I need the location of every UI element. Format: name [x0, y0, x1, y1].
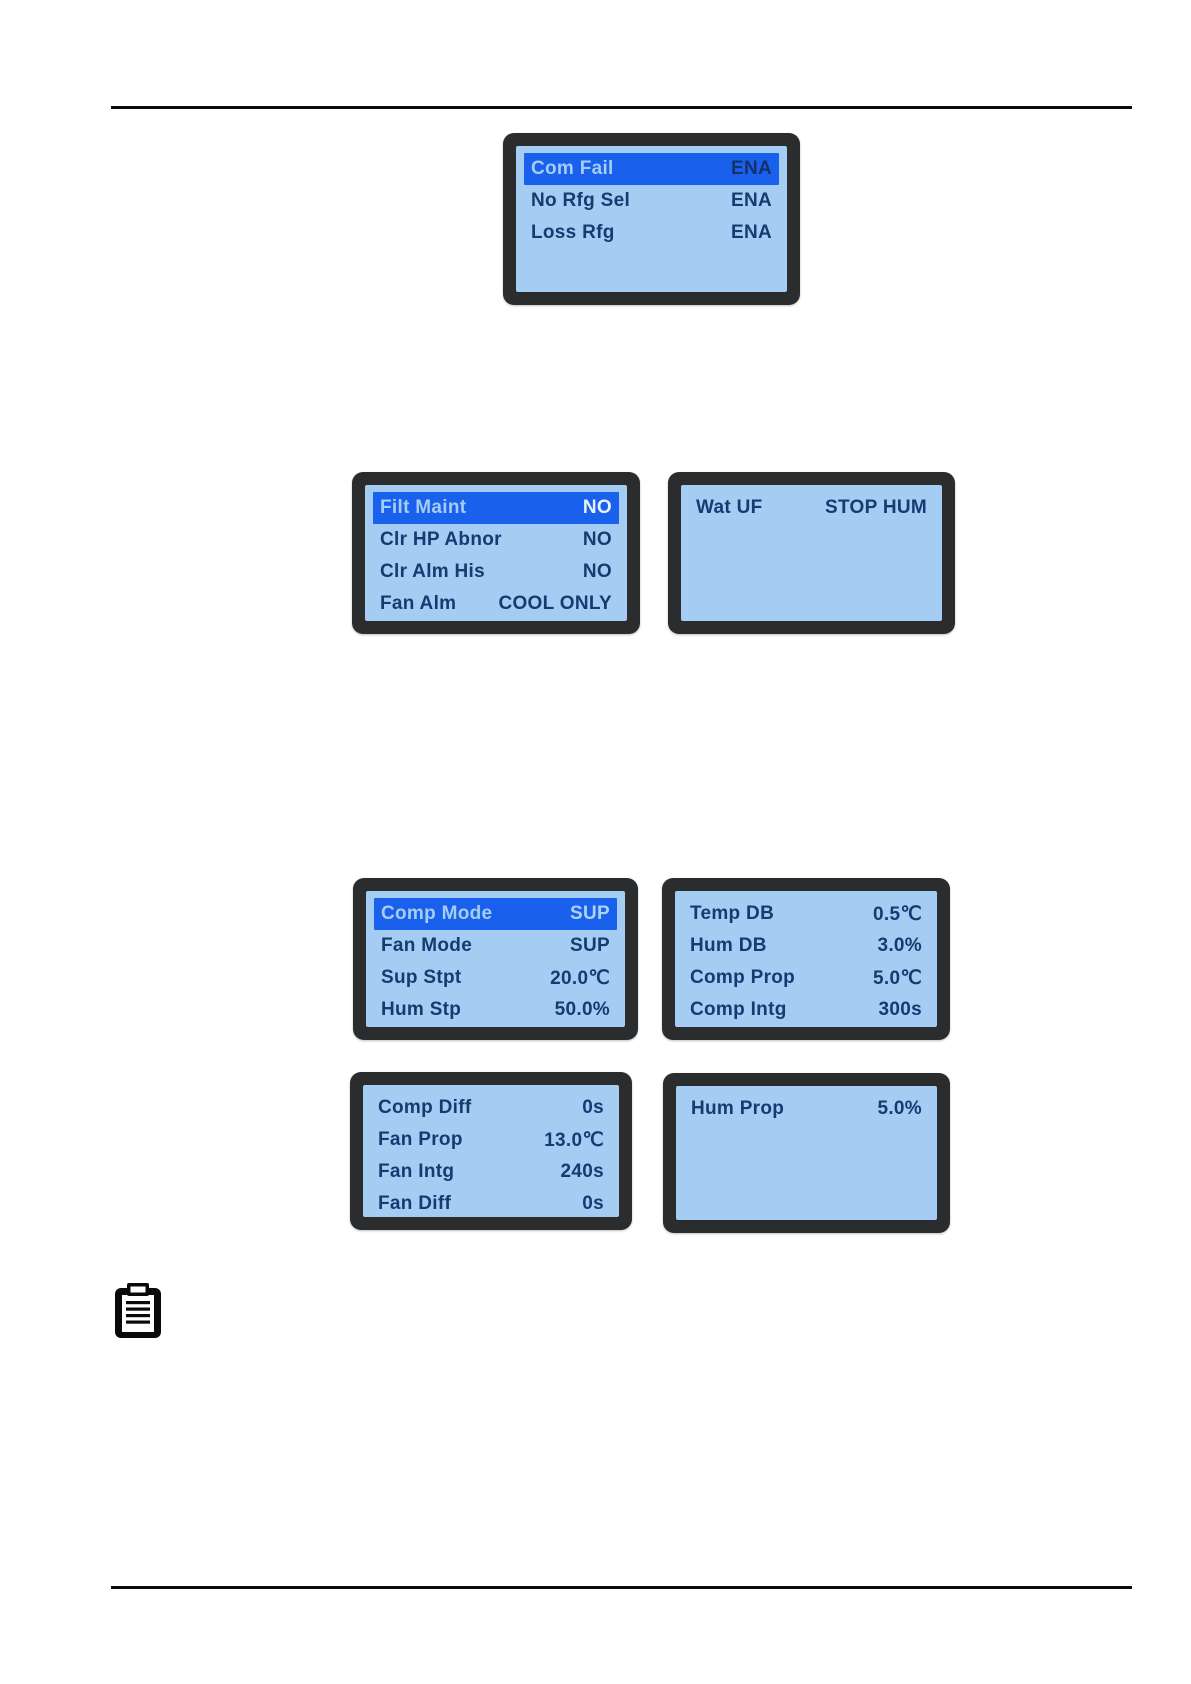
lcd-screen: Comp Diff 0s Fan Prop 13.0℃ Fan Intg 240… — [363, 1085, 619, 1217]
row-value: 0.5℃ — [873, 903, 922, 925]
row-value: 0s — [582, 1097, 604, 1118]
row-label: Comp Intg — [690, 999, 787, 1020]
lcd-row: Comp Intg 300s — [683, 994, 929, 1026]
row-value: COOL ONLY — [498, 593, 612, 614]
lcd-screen: Hum Prop 5.0% — [676, 1086, 937, 1220]
row-label: Fan Prop — [378, 1129, 463, 1150]
row-label: Clr Alm His — [380, 561, 486, 582]
row-label: Fan Mode — [381, 935, 473, 956]
lcd-row: Hum DB 3.0% — [683, 930, 929, 962]
row-value: 13.0℃ — [544, 1129, 604, 1151]
row-label: Comp Mode — [381, 903, 493, 924]
lcd-panel-water-underflow: Wat UF STOP HUM — [668, 472, 955, 634]
row-label: Sup Stpt — [381, 967, 462, 988]
row-label: Clr HP Abnor — [380, 529, 502, 550]
lcd-row: Comp Prop 5.0℃ — [683, 962, 929, 994]
lcd-row-highlighted: Com Fail ENA — [524, 153, 779, 185]
lcd-screen: Filt Maint NO Clr HP Abnor NO Clr Alm Hi… — [365, 485, 627, 621]
row-label: Comp Prop — [690, 967, 796, 988]
row-value: SUP — [570, 935, 610, 956]
lcd-row: Fan Mode SUP — [374, 930, 617, 962]
row-value: NO — [582, 529, 612, 550]
lcd-panel-humidity-prop: Hum Prop 5.0% — [663, 1073, 950, 1233]
note-clipboard-icon — [115, 1283, 161, 1338]
row-label: Filt Maint — [380, 497, 467, 518]
row-value: ENA — [730, 158, 772, 179]
lcd-row-highlighted: Filt Maint NO — [373, 492, 619, 524]
lcd-row: Fan Prop 13.0℃ — [371, 1124, 611, 1156]
row-label: Fan Alm — [380, 593, 457, 614]
row-label: Hum Prop — [691, 1098, 785, 1119]
lcd-row: Sup Stpt 20.0℃ — [374, 962, 617, 994]
lcd-screen: Com Fail ENA No Rfg Sel ENA Loss Rfg ENA — [516, 146, 787, 292]
bottom-page-rule — [111, 1586, 1132, 1589]
row-value: 0s — [582, 1193, 604, 1214]
lcd-row: Temp DB 0.5℃ — [683, 898, 929, 930]
row-label: Temp DB — [690, 903, 775, 924]
row-label: Wat UF — [696, 497, 763, 518]
row-value: 240s — [560, 1161, 604, 1182]
lcd-row: No Rfg Sel ENA — [524, 185, 779, 217]
lcd-row-highlighted: Comp Mode SUP — [374, 898, 617, 930]
row-label: Com Fail — [531, 158, 614, 179]
row-value: 3.0% — [877, 935, 922, 956]
lcd-row: Hum Prop 5.0% — [684, 1093, 929, 1125]
lcd-row: Clr Alm His NO — [373, 556, 619, 588]
lcd-screen: Wat UF STOP HUM — [681, 485, 942, 621]
lcd-row: Fan Intg 240s — [371, 1156, 611, 1188]
lcd-panel-deadband-pid: Temp DB 0.5℃ Hum DB 3.0% Comp Prop 5.0℃ … — [662, 878, 950, 1040]
row-label: Comp Diff — [378, 1097, 472, 1118]
row-value: ENA — [730, 190, 772, 211]
row-label: Loss Rfg — [531, 222, 615, 243]
lcd-row: Clr HP Abnor NO — [373, 524, 619, 556]
row-value: NO — [582, 561, 612, 582]
row-label: Fan Intg — [378, 1161, 455, 1182]
row-value: 20.0℃ — [550, 967, 610, 989]
row-label: No Rfg Sel — [531, 190, 631, 211]
lcd-panel-mode-setpoints: Comp Mode SUP Fan Mode SUP Sup Stpt 20.0… — [353, 878, 638, 1040]
lcd-panel-fan-pid: Comp Diff 0s Fan Prop 13.0℃ Fan Intg 240… — [350, 1072, 632, 1230]
row-label: Hum DB — [690, 935, 767, 956]
row-value: 5.0℃ — [873, 967, 922, 989]
row-value: SUP — [570, 903, 610, 924]
lcd-row: Comp Diff 0s — [371, 1092, 611, 1124]
row-value: 50.0% — [554, 999, 610, 1020]
lcd-row: Wat UF STOP HUM — [689, 492, 934, 524]
lcd-row: Hum Stp 50.0% — [374, 994, 617, 1026]
row-value: ENA — [730, 222, 772, 243]
lcd-screen: Temp DB 0.5℃ Hum DB 3.0% Comp Prop 5.0℃ … — [675, 891, 937, 1027]
row-label: Fan Diff — [378, 1193, 452, 1214]
lcd-screen: Comp Mode SUP Fan Mode SUP Sup Stpt 20.0… — [366, 891, 625, 1027]
row-value: STOP HUM — [825, 497, 927, 518]
lcd-row: Loss Rfg ENA — [524, 217, 779, 249]
row-value: NO — [582, 497, 612, 518]
row-value: 5.0% — [877, 1098, 922, 1119]
lcd-panel-maintenance: Filt Maint NO Clr HP Abnor NO Clr Alm Hi… — [352, 472, 640, 634]
row-value: 300s — [878, 999, 922, 1020]
lcd-row: Fan Diff 0s — [371, 1188, 611, 1220]
lcd-row: Fan Alm COOL ONLY — [373, 588, 619, 620]
top-page-rule — [111, 106, 1132, 109]
row-label: Hum Stp — [381, 999, 462, 1020]
lcd-panel-alarm-enable: Com Fail ENA No Rfg Sel ENA Loss Rfg ENA — [503, 133, 800, 305]
